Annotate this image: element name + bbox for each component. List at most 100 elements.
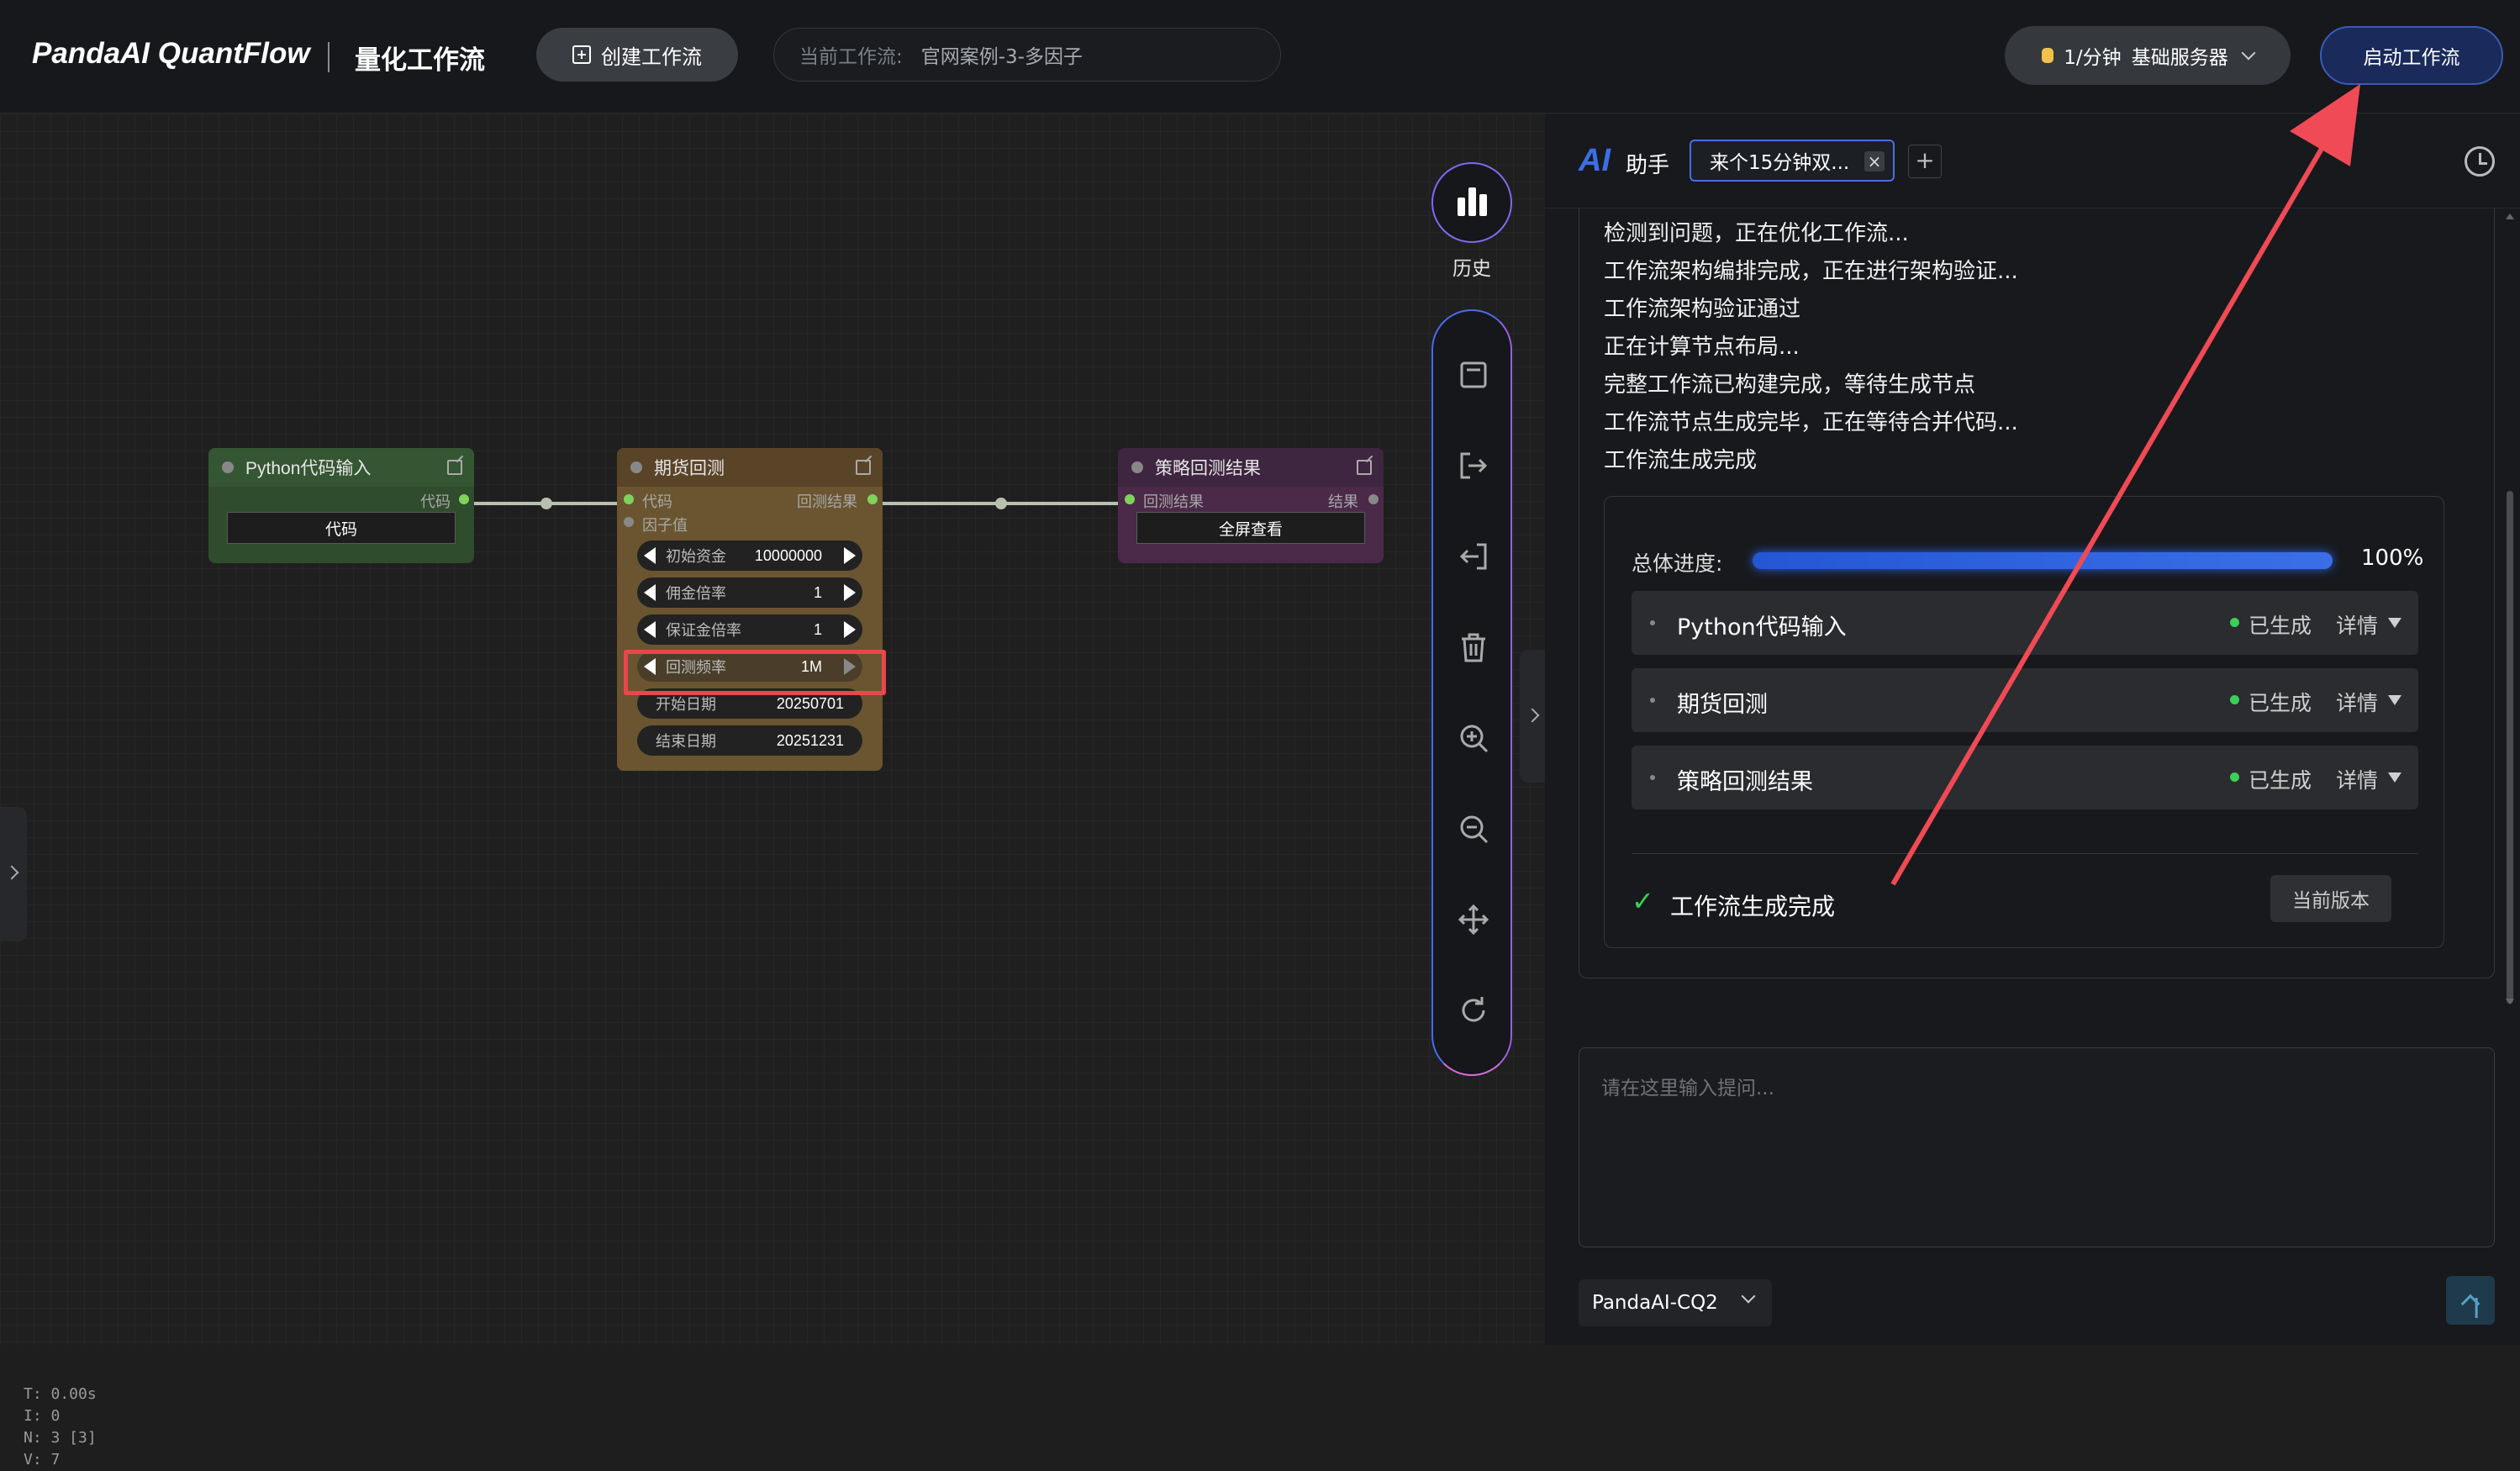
edit-icon[interactable] <box>856 460 871 475</box>
ai-logo: AI <box>1579 143 1611 178</box>
scrollbar-thumb[interactable] <box>2507 491 2513 1004</box>
divider <box>1632 853 2418 854</box>
node-header[interactable]: 策略回测结果 <box>1118 448 1384 487</box>
scroll-up-icon[interactable] <box>2506 214 2514 219</box>
prompt-input[interactable] <box>1579 1048 2494 1247</box>
widget-value: 1 <box>813 620 822 638</box>
decrement-arrow-icon[interactable] <box>644 621 656 638</box>
node-status-item[interactable]: 期货回测 已生成 详情 <box>1632 668 2418 732</box>
edit-icon[interactable] <box>1357 460 1372 475</box>
node-links <box>462 498 1131 509</box>
decrement-arrow-icon[interactable] <box>644 547 656 564</box>
chat-tab[interactable]: 来个15分钟双... × <box>1690 140 1895 182</box>
widget-end-date[interactable]: 结束日期 20251231 <box>637 725 862 756</box>
node-status-item[interactable]: Python代码输入 已生成 详情 <box>1632 591 2418 655</box>
details-toggle[interactable]: 详情 <box>2336 768 2379 793</box>
log-line: 工作流架构验证通过 <box>1604 297 1801 322</box>
details-toggle[interactable]: 详情 <box>2336 614 2379 638</box>
clock-icon[interactable] <box>2465 146 2495 177</box>
save-icon[interactable] <box>1457 358 1490 392</box>
input-port-code[interactable] <box>624 494 634 504</box>
arrow-up-icon <box>2460 1294 2480 1314</box>
add-tab-button[interactable]: + <box>1908 145 1942 178</box>
input-port[interactable] <box>1125 494 1135 504</box>
done-text: 工作流生成完成 <box>1670 893 1836 920</box>
current-workflow-value: 官网案例-3-多因子 <box>920 46 1083 68</box>
trash-icon[interactable] <box>1457 630 1490 664</box>
widget-name: 回测频率 <box>666 659 726 676</box>
zoom-in-icon[interactable] <box>1457 721 1490 755</box>
model-name: PandaAI-CQ2 <box>1592 1292 1718 1314</box>
stat-nodes: N: 3 [3] <box>24 1429 97 1447</box>
send-button[interactable] <box>2446 1276 2495 1325</box>
check-icon: ✓ <box>1632 885 1654 917</box>
widget-value: 20251231 <box>776 731 844 749</box>
output-port[interactable] <box>459 494 469 504</box>
node-status-dot <box>222 461 234 473</box>
bar-chart-icon <box>1457 198 1465 216</box>
coin-icon <box>2042 48 2054 63</box>
brand-logo: PandaAI QuantFlow <box>32 37 310 70</box>
model-select[interactable]: PandaAI-CQ2 <box>1579 1279 1772 1326</box>
zoom-out-icon[interactable] <box>1457 812 1490 846</box>
progress-bar <box>1753 552 2333 569</box>
increment-arrow-icon[interactable] <box>844 621 856 638</box>
output-port[interactable] <box>1368 494 1379 504</box>
log-line: 检测到问题，正在优化工作流... <box>1604 221 1909 246</box>
current-workflow-field[interactable]: 当前工作流: 官网案例-3-多因子 <box>773 28 1281 82</box>
collapse-panel-toggle[interactable] <box>1520 650 1547 783</box>
current-version-button[interactable]: 当前版本 <box>2270 875 2391 922</box>
widget-value: 1M <box>800 657 822 675</box>
start-workflow-button[interactable]: 启动工作流 <box>2320 26 2503 85</box>
decrement-arrow-icon[interactable] <box>644 584 656 601</box>
code-button[interactable]: 代码 <box>227 512 456 544</box>
edit-icon[interactable] <box>447 460 462 475</box>
left-panel-toggle[interactable] <box>0 807 27 941</box>
move-icon[interactable] <box>1457 903 1490 936</box>
create-workflow-button[interactable]: 创建工作流 <box>536 28 738 82</box>
import-icon[interactable] <box>1457 540 1490 573</box>
widget-backtest-frequency[interactable]: 回测频率 1M <box>637 651 862 682</box>
stat-time: T: 0.00s <box>24 1385 97 1403</box>
bar-chart-icon <box>1468 187 1476 216</box>
details-toggle[interactable]: 详情 <box>2336 691 2379 715</box>
decrement-arrow-icon[interactable] <box>644 658 656 675</box>
increment-arrow-icon[interactable] <box>844 658 856 675</box>
node-input-row: 因子值 <box>617 512 883 534</box>
scroll-down-icon[interactable] <box>2506 999 2514 1004</box>
item-status: 已生成 <box>2248 614 2312 638</box>
widget-name: 初始资金 <box>666 548 726 565</box>
chevron-right-icon <box>1525 708 1540 723</box>
chevron-down-icon <box>1741 1289 1756 1304</box>
node-status-item[interactable]: 策略回测结果 已生成 详情 <box>1632 746 2418 809</box>
node-python-input[interactable]: Python代码输入 代码 代码 <box>208 448 474 563</box>
stat-v: V: 7 <box>24 1451 61 1468</box>
fullscreen-button[interactable]: 全屏查看 <box>1136 512 1365 544</box>
output-port[interactable] <box>867 494 878 504</box>
node-backtest-result[interactable]: 策略回测结果 回测结果 结果 全屏查看 <box>1118 448 1384 563</box>
node-io-row: 回测结果 结果 <box>1118 487 1384 512</box>
increment-arrow-icon[interactable] <box>844 584 856 601</box>
node-title: 策略回测结果 <box>1155 459 1261 478</box>
server-select[interactable]: 1/分钟 基础服务器 <box>2005 26 2291 85</box>
increment-arrow-icon[interactable] <box>844 547 856 564</box>
node-io-row: 代码 回测结果 <box>617 487 883 512</box>
status-dot <box>2230 695 2239 704</box>
refresh-icon[interactable] <box>1457 994 1490 1027</box>
widget-name: 结束日期 <box>656 733 716 750</box>
node-header[interactable]: Python代码输入 <box>208 448 474 487</box>
close-icon[interactable]: × <box>1864 151 1885 171</box>
input-port-factor[interactable] <box>624 517 634 527</box>
export-icon[interactable] <box>1457 449 1490 482</box>
port-label: 代码 <box>420 493 451 510</box>
stat-i: I: 0 <box>24 1407 61 1425</box>
history-button[interactable] <box>1431 162 1512 243</box>
node-header[interactable]: 期货回测 <box>617 448 883 487</box>
prompt-input-box[interactable] <box>1579 1047 2495 1247</box>
bullet-icon <box>1650 620 1655 625</box>
